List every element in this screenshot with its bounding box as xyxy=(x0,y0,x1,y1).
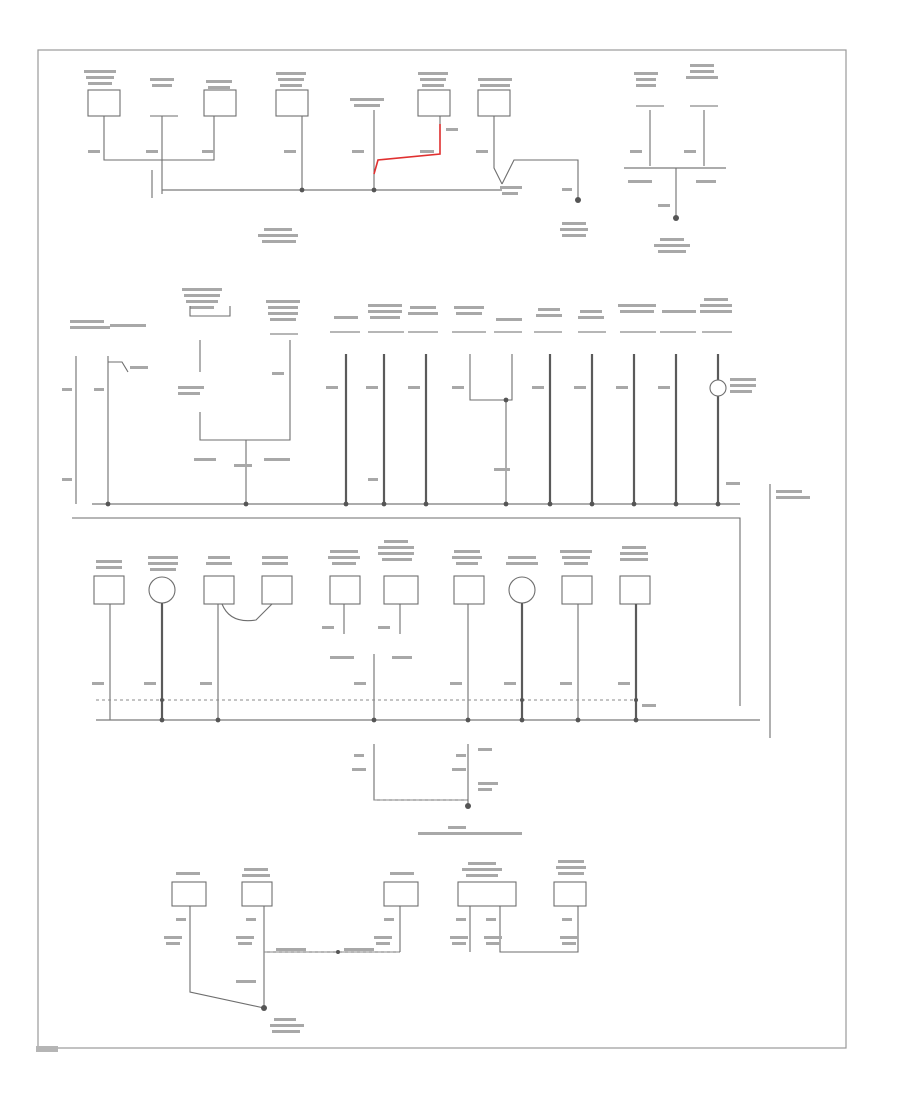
section-splice xyxy=(352,744,522,835)
section-middle xyxy=(62,288,810,507)
section-bottom xyxy=(164,860,587,1033)
component-box xyxy=(203,89,237,117)
section-top-right xyxy=(624,64,726,253)
section-lower xyxy=(92,540,760,723)
highlighted-wire xyxy=(373,124,441,175)
component-box xyxy=(275,89,309,117)
component-box xyxy=(477,89,511,117)
diagram-frame xyxy=(37,49,847,1049)
corner-mark xyxy=(36,1046,58,1052)
component-box xyxy=(417,89,451,117)
section-top-left xyxy=(84,70,588,243)
component-box xyxy=(87,89,121,117)
